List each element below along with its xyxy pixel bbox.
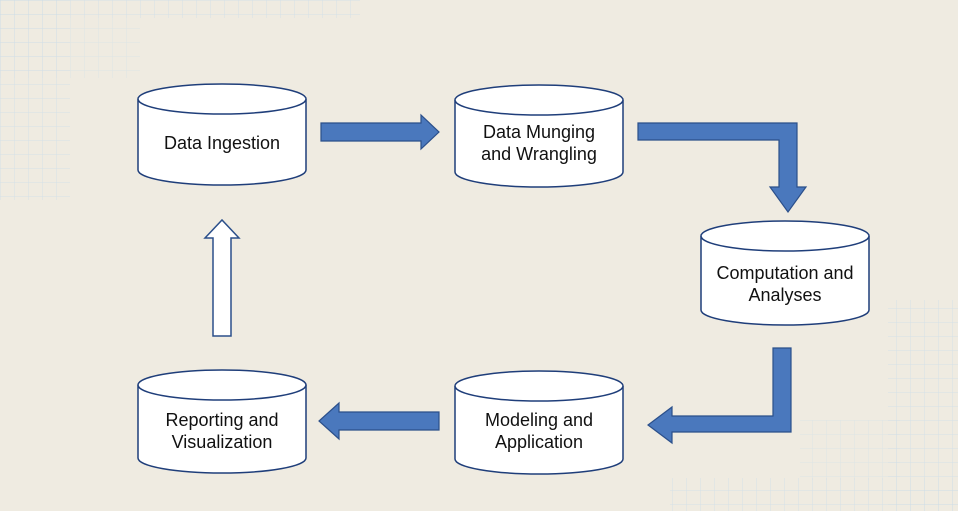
node-label-line-1: Reporting and (165, 410, 278, 430)
arrow-munging-to-computation (637, 122, 808, 214)
node-data-munging: Data Munging and Wrangling (454, 84, 624, 188)
node-label-line-1: Data Munging (483, 122, 595, 142)
node-label-line-2: Analyses (748, 285, 821, 305)
node-computation: Computation and Analyses (700, 220, 870, 326)
arrow-reporting-to-ingestion (203, 218, 241, 337)
arrow-ingestion-to-munging (320, 113, 440, 151)
node-label-line-2: Application (495, 432, 583, 452)
arrow-modeling-to-reporting (318, 401, 440, 441)
node-label-line-1: Computation and (716, 263, 853, 283)
node-label-line-2: Visualization (172, 432, 273, 452)
node-label-line-1: Modeling and (485, 410, 593, 430)
node-reporting: Reporting and Visualization (137, 369, 307, 474)
node-data-ingestion: Data Ingestion (137, 83, 307, 186)
node-label-line-2: and Wrangling (481, 144, 597, 164)
node-modeling: Modeling and Application (454, 370, 624, 475)
background-grid-bottom-right (670, 300, 958, 511)
background-grid-top-left (0, 0, 360, 200)
arrow-computation-to-modeling (647, 347, 792, 445)
node-label: Data Ingestion (164, 133, 280, 153)
